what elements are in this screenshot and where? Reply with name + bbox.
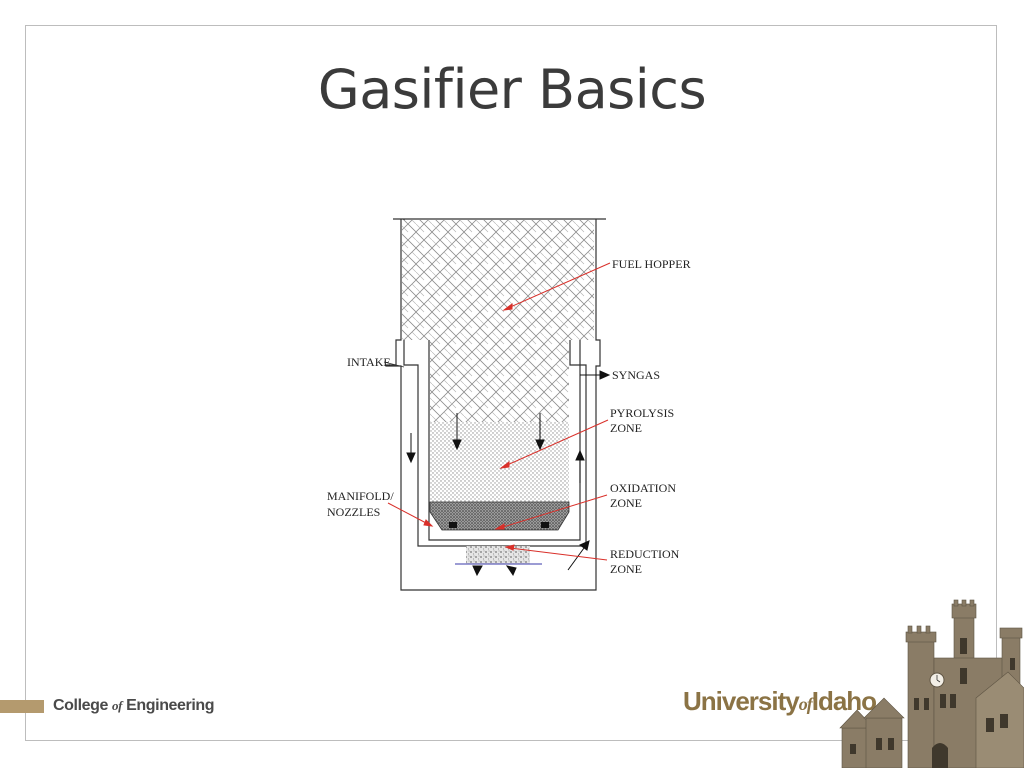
leader-lines — [387, 262, 611, 561]
label-fuel-hopper: FUEL HOPPER — [612, 257, 691, 271]
flow-arrows — [406, 370, 611, 577]
label-pyrolysis-line2: ZONE — [610, 421, 642, 435]
label-manifold-line1: MANIFOLD/ — [327, 489, 394, 503]
footer-accent-bar — [0, 700, 44, 713]
label-reduction-line1: REDUCTION — [610, 547, 680, 561]
reduction-zone-fill — [466, 546, 530, 564]
college-of-engineering-logo: College of Engineering — [53, 697, 215, 715]
label-leaders — [383, 361, 405, 368]
label-reduction-line2: ZONE — [610, 562, 642, 576]
college-suffix: Engineering — [122, 697, 215, 714]
label-syngas: SYNGAS — [612, 368, 660, 382]
university-tower-icon — [839, 599, 1024, 768]
oxidation-zone-fill — [429, 501, 570, 531]
college-of: of — [112, 698, 123, 713]
gasifier-diagram: FUEL HOPPER INTAKE SYNGAS PYROLYSIS ZONE… — [327, 218, 691, 591]
university-of-idaho-logo: UniversityofIdaho — [683, 686, 877, 717]
college-prefix: College — [53, 697, 113, 714]
nozzle-right — [541, 522, 549, 528]
pyrolysis-upper-fill — [430, 340, 569, 422]
fuel-hopper-fill — [402, 220, 594, 340]
university-prefix: University — [683, 686, 800, 716]
label-intake: INTAKE — [347, 355, 391, 369]
label-oxidation-line2: ZONE — [610, 496, 642, 510]
university-of: of — [798, 694, 813, 714]
label-manifold-line2: NOZZLES — [327, 505, 380, 519]
slide-title: Gasifier Basics — [317, 58, 707, 121]
nozzle-left — [449, 522, 457, 528]
label-oxidation-line1: OXIDATION — [610, 481, 676, 495]
university-suffix: Idaho — [811, 686, 877, 716]
pyrolysis-zone-fill — [430, 422, 569, 502]
label-pyrolysis-line1: PYROLYSIS — [610, 406, 674, 420]
